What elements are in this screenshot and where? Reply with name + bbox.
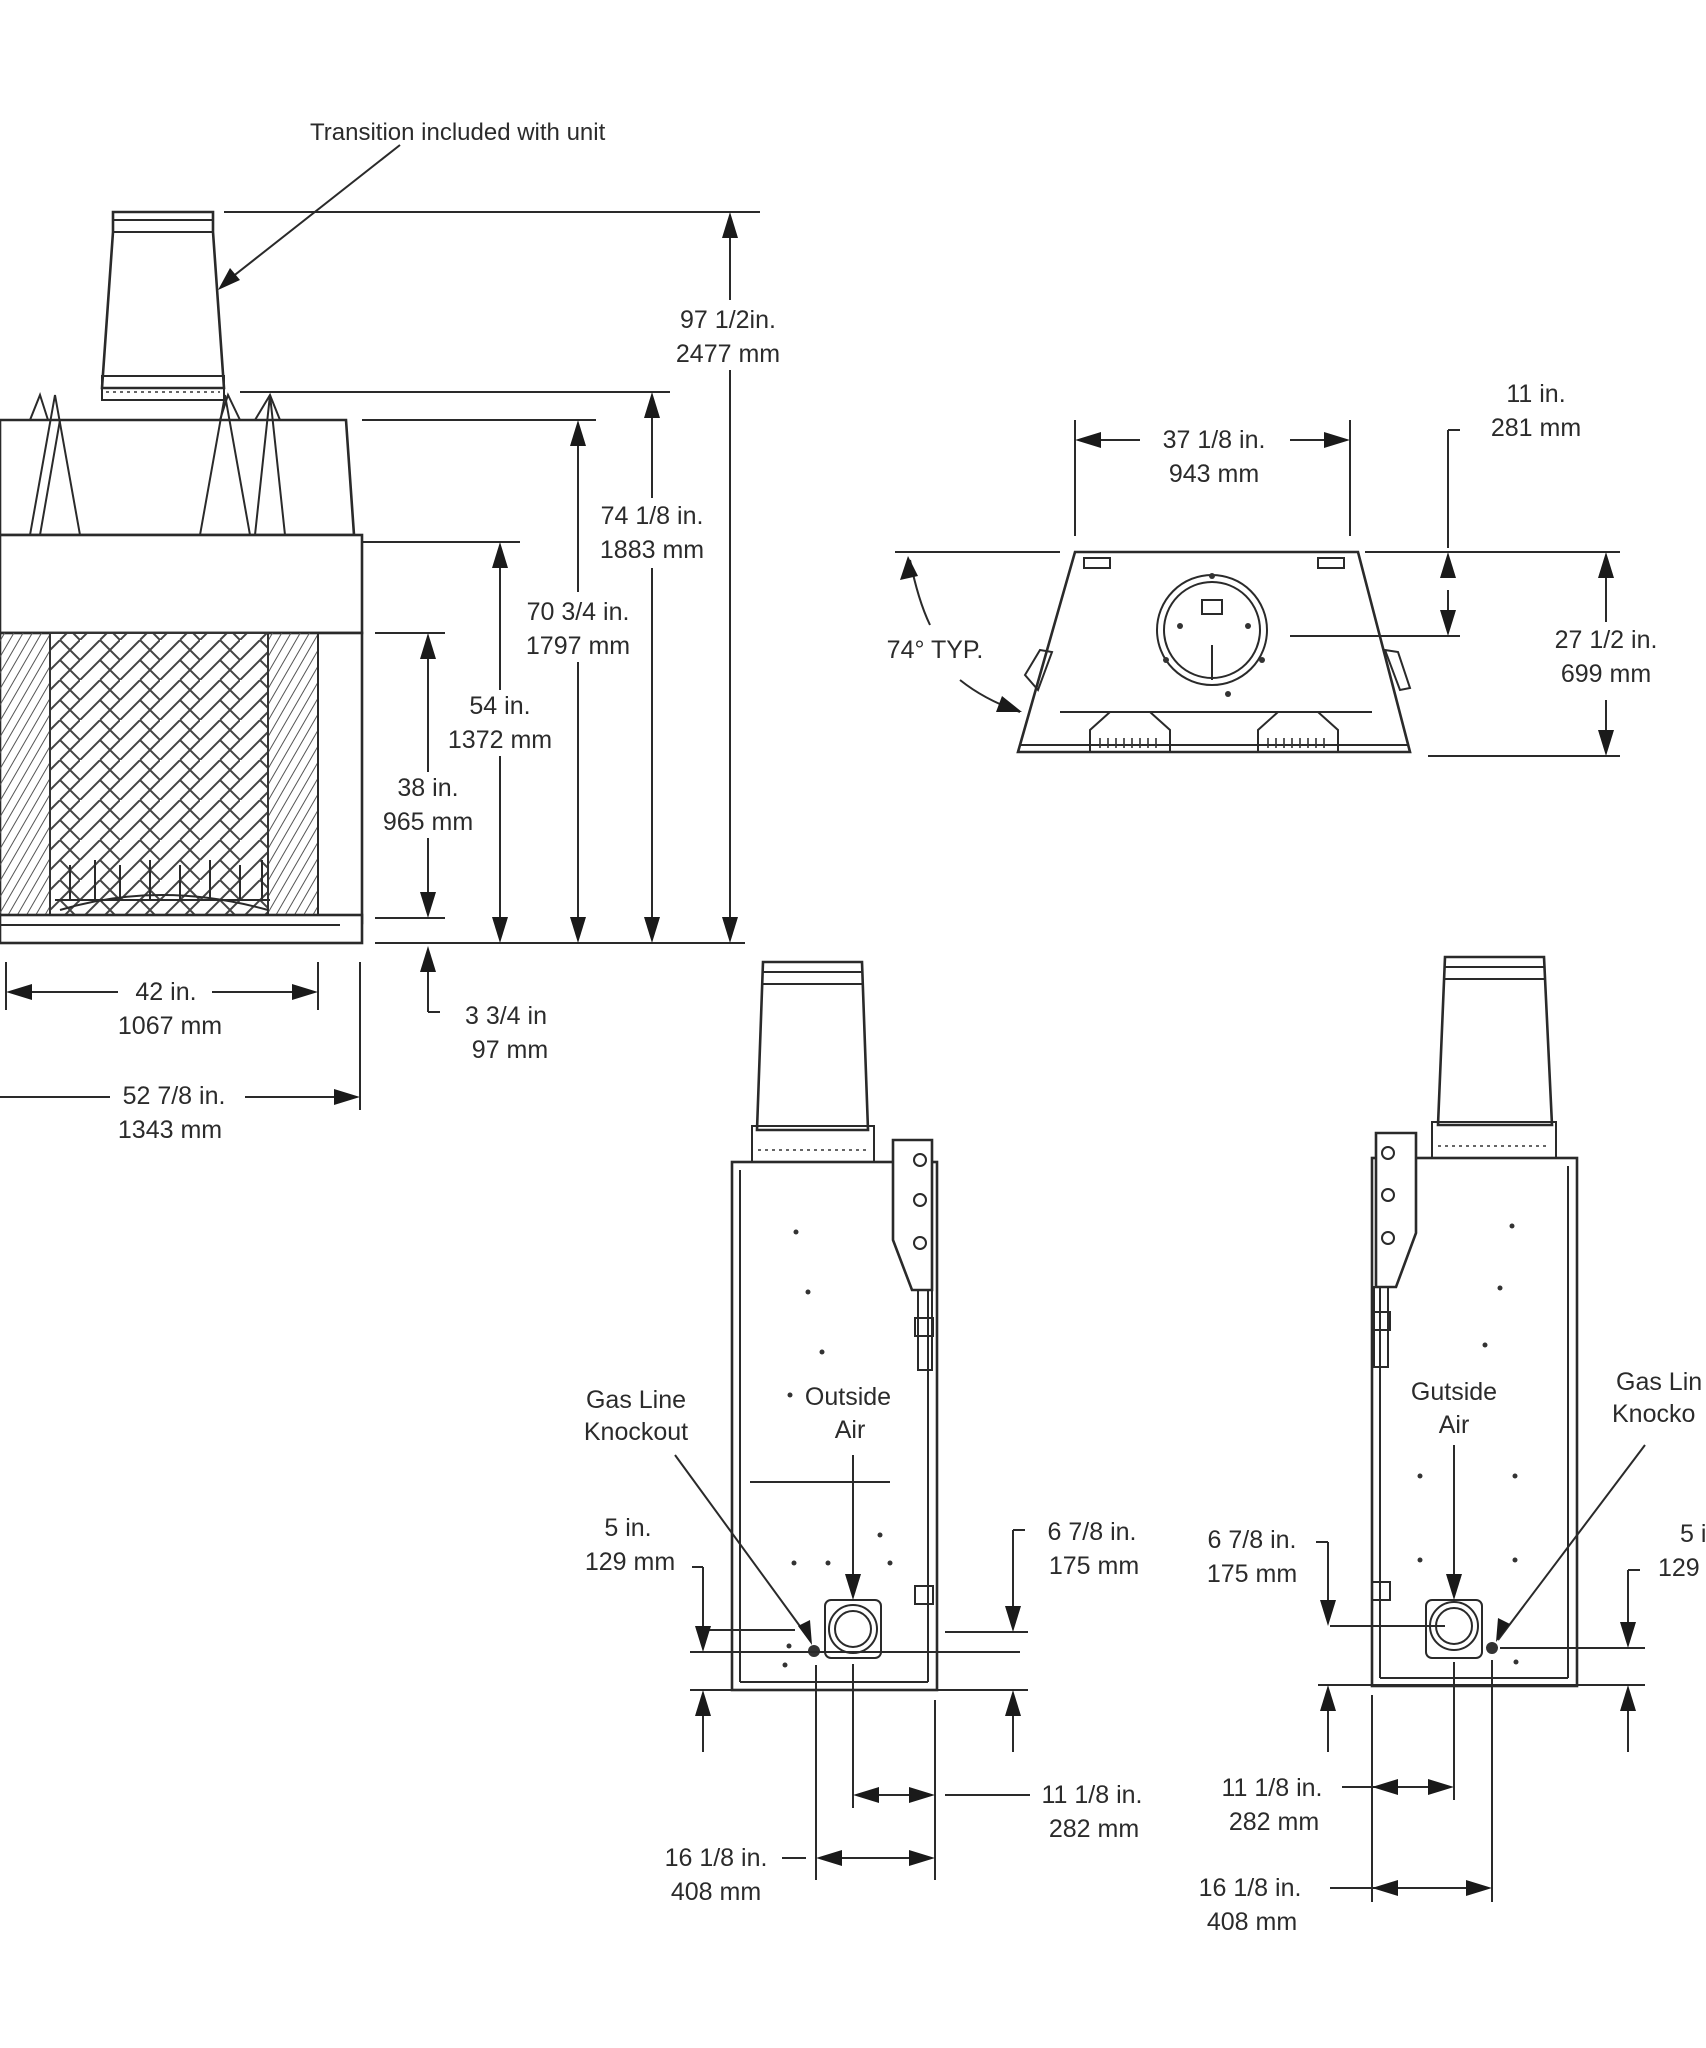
top-view bbox=[1016, 550, 1412, 754]
right-transition bbox=[1436, 955, 1554, 1127]
right-gas-knockout bbox=[1486, 1642, 1498, 1654]
dim-74-metric: 1883 mm bbox=[600, 536, 704, 564]
dim-54-metric: 1372 mm bbox=[448, 726, 552, 754]
right-5-imperial: 5 i bbox=[1680, 1520, 1706, 1548]
dim-54-imperial: 54 in. bbox=[469, 692, 530, 720]
header-band bbox=[0, 533, 364, 635]
hearth bbox=[0, 913, 364, 945]
transition-label: Transition included with unit bbox=[310, 119, 606, 146]
right-5-metric: 129 bbox=[1658, 1554, 1700, 1582]
dim-52-metric: 1343 mm bbox=[118, 1116, 222, 1144]
right-side-dimension-lines bbox=[1316, 1444, 1646, 1902]
dim-37-imperial: 37 1/8 in. bbox=[1163, 426, 1266, 454]
herringbone-brick-back bbox=[49, 632, 269, 916]
left-air-label-2: Air bbox=[835, 1416, 866, 1444]
dim-27-imperial: 27 1/2 in. bbox=[1555, 626, 1658, 654]
top-dimension-arrows bbox=[900, 432, 1614, 756]
right-air-label-1: Gutside bbox=[1411, 1378, 1497, 1406]
left-6-metric: 175 mm bbox=[1049, 1552, 1139, 1580]
right-gas-label-1: Gas Lin bbox=[1616, 1368, 1702, 1396]
side-view-left bbox=[730, 960, 939, 1692]
left-gas-label-1: Gas Line bbox=[586, 1386, 686, 1414]
left-5-metric: 129 mm bbox=[585, 1548, 675, 1576]
dim-37-metric: 943 mm bbox=[1169, 460, 1259, 488]
right-11-metric: 282 mm bbox=[1229, 1808, 1319, 1836]
right-side-dimension-arrows bbox=[1320, 1574, 1636, 1896]
top-vents bbox=[1089, 711, 1339, 752]
dim-70-metric: 1797 mm bbox=[526, 632, 630, 660]
dim-3-imperial: 3 3/4 in bbox=[465, 1002, 547, 1030]
left-16-imperial: 16 1/8 in. bbox=[665, 1844, 768, 1872]
right-16-imperial: 16 1/8 in. bbox=[1199, 1874, 1302, 1902]
left-side-dimension-arrows bbox=[695, 1574, 1021, 1866]
dim-70-imperial: 70 3/4 in. bbox=[527, 598, 630, 626]
log-grate bbox=[55, 860, 270, 911]
right-gas-label-2: Knocko bbox=[1612, 1400, 1695, 1428]
top-view-outline bbox=[1016, 550, 1412, 754]
upper-chase bbox=[0, 418, 356, 537]
dim-97-imperial: 97 1/2in. bbox=[680, 306, 776, 334]
right-standoff-bracket bbox=[1374, 1131, 1418, 1289]
dim-52-imperial: 52 7/8 in. bbox=[123, 1082, 226, 1110]
right-6-imperial: 6 7/8 in. bbox=[1208, 1526, 1297, 1554]
front-view bbox=[0, 210, 364, 945]
left-gas-label-2: Knockout bbox=[584, 1418, 688, 1446]
right-6-metric: 175 mm bbox=[1207, 1560, 1297, 1588]
right-air-label-2: Air bbox=[1439, 1411, 1470, 1439]
transition-leader bbox=[221, 144, 401, 286]
transition-piece bbox=[100, 210, 226, 390]
left-5-imperial: 5 in. bbox=[604, 1514, 651, 1542]
right-11-imperial: 11 1/8 in. bbox=[1221, 1774, 1322, 1802]
dim-38-imperial: 38 in. bbox=[397, 774, 458, 802]
left-16-metric: 408 mm bbox=[671, 1878, 761, 1906]
dim-11-imperial: 11 in. bbox=[1506, 380, 1565, 408]
left-transition bbox=[755, 960, 870, 1132]
right-16-metric: 408 mm bbox=[1207, 1908, 1297, 1936]
angle-label: 74° TYP. bbox=[887, 636, 984, 664]
left-11-imperial: 11 1/8 in. bbox=[1041, 1781, 1142, 1809]
left-side-dimension-lines bbox=[674, 1454, 1030, 1880]
dim-42-metric: 1067 mm bbox=[118, 1012, 222, 1040]
dim-27-metric: 699 mm bbox=[1561, 660, 1651, 688]
dim-38-metric: 965 mm bbox=[383, 808, 473, 836]
dim-42-imperial: 42 in. bbox=[135, 978, 196, 1006]
left-air-label-1: Outside bbox=[805, 1383, 891, 1411]
left-11-metric: 282 mm bbox=[1049, 1815, 1139, 1843]
front-dimension-arrows bbox=[6, 212, 738, 1105]
dim-11-metric: 281 mm bbox=[1491, 414, 1581, 442]
front-dimension-lines bbox=[0, 211, 760, 1110]
left-6-imperial: 6 7/8 in. bbox=[1048, 1518, 1137, 1546]
dim-74-imperial: 74 1/8 in. bbox=[601, 502, 704, 530]
dim-3-metric: 97 mm bbox=[472, 1036, 548, 1064]
labels: Transition included with unit 97 1/2in. … bbox=[118, 119, 1706, 1936]
dim-97-metric: 2477 mm bbox=[676, 340, 780, 368]
